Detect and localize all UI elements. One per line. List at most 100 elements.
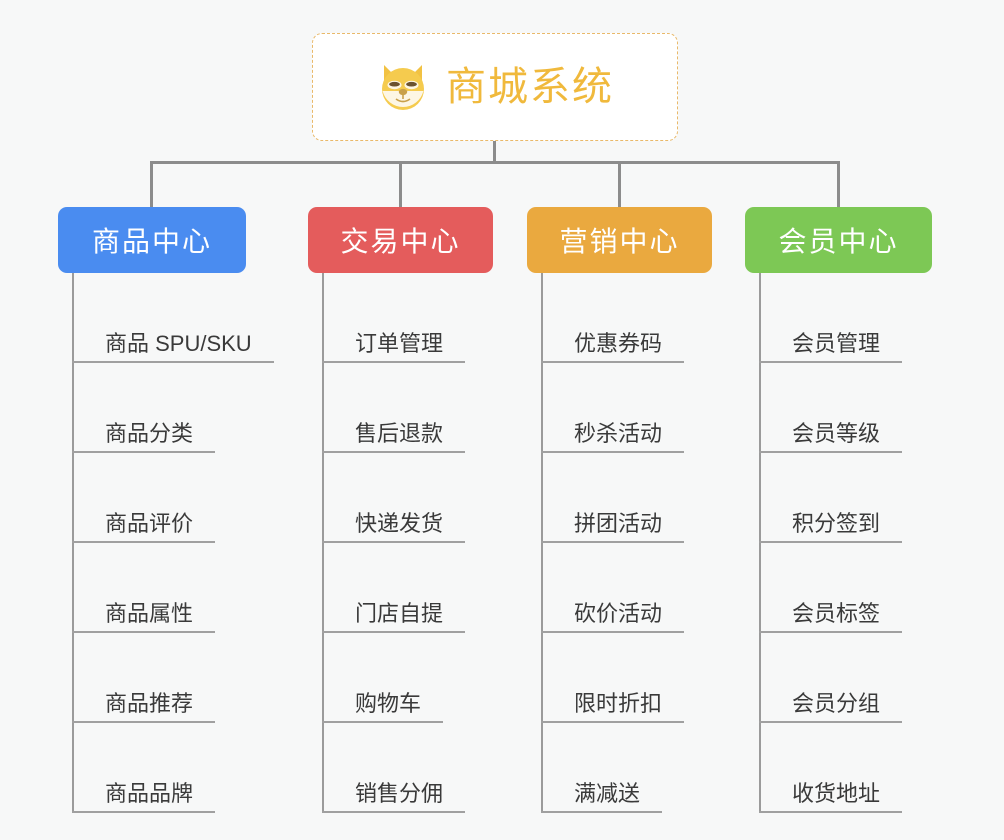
leaf-label: 快递发货 bbox=[355, 510, 444, 536]
root-node-mall-system[interactable]: 商城系统 bbox=[312, 33, 678, 141]
leaf-rule bbox=[541, 811, 662, 813]
branch-items-4: 会员管理 会员等级 积分签到 会员标签 会员分组 收货地址 bbox=[745, 273, 932, 813]
leaf-item[interactable]: 商品分类 bbox=[58, 363, 246, 453]
leaf-rule bbox=[322, 361, 465, 363]
leaf-rule bbox=[759, 721, 902, 723]
branch-items-2: 订单管理 售后退款 快递发货 门店自提 购物车 销售分佣 bbox=[308, 273, 493, 813]
leaf-item[interactable]: 商品品牌 bbox=[58, 723, 246, 813]
leaf-item[interactable]: 会员分组 bbox=[745, 633, 932, 723]
leaf-label: 门店自提 bbox=[355, 600, 444, 626]
leaf-label: 收货地址 bbox=[792, 780, 881, 806]
branch-spine-2 bbox=[322, 273, 324, 813]
leaf-label: 优惠券码 bbox=[574, 330, 663, 356]
connector-drop-column-4 bbox=[837, 161, 840, 208]
leaf-item[interactable]: 商品评价 bbox=[58, 453, 246, 543]
branch-header-label-4: 会员中心 bbox=[778, 226, 899, 257]
branch-column-1: 商品中心 商品 SPU/SKU 商品分类 商品评价 商品属性 商品推荐 bbox=[58, 207, 274, 813]
connector-horizontal-bus bbox=[150, 161, 840, 164]
branch-header-4[interactable]: 会员中心 bbox=[745, 207, 932, 273]
leaf-rule bbox=[72, 811, 215, 813]
leaf-rule bbox=[541, 451, 684, 453]
leaf-item[interactable]: 商品 SPU/SKU bbox=[58, 273, 274, 363]
leaf-label: 会员标签 bbox=[792, 600, 881, 626]
branch-column-3: 营销中心 优惠券码 秒杀活动 拼团活动 砍价活动 限时折扣 bbox=[527, 207, 712, 813]
leaf-label: 积分签到 bbox=[792, 510, 881, 536]
leaf-label: 会员管理 bbox=[792, 330, 881, 356]
branch-spine-4 bbox=[759, 273, 761, 813]
connector-drop-column-2 bbox=[399, 161, 402, 208]
leaf-item[interactable]: 收货地址 bbox=[745, 723, 932, 813]
leaf-rule bbox=[322, 721, 443, 723]
leaf-label: 砍价活动 bbox=[574, 600, 663, 626]
branch-header-label-2: 交易中心 bbox=[340, 226, 461, 257]
branch-column-2: 交易中心 订单管理 售后退款 快递发货 门店自提 购物车 bbox=[308, 207, 493, 813]
leaf-rule bbox=[72, 451, 215, 453]
branch-header-3[interactable]: 营销中心 bbox=[527, 207, 712, 273]
connector-drop-column-3 bbox=[618, 161, 621, 208]
leaf-label: 商品 SPU/SKU bbox=[105, 330, 252, 356]
root-node-label: 商城系统 bbox=[446, 65, 614, 109]
leaf-rule bbox=[541, 361, 684, 363]
leaf-rule bbox=[72, 721, 215, 723]
leaf-item[interactable]: 商品属性 bbox=[58, 543, 246, 633]
leaf-item[interactable]: 会员等级 bbox=[745, 363, 932, 453]
leaf-rule bbox=[541, 721, 684, 723]
leaf-label: 购物车 bbox=[355, 690, 422, 716]
leaf-label: 商品评价 bbox=[105, 510, 194, 536]
leaf-label: 销售分佣 bbox=[355, 780, 444, 806]
leaf-label: 满减送 bbox=[574, 780, 641, 806]
branch-spine-1 bbox=[72, 273, 74, 813]
branch-header-label-1: 商品中心 bbox=[91, 226, 212, 257]
leaf-item[interactable]: 订单管理 bbox=[308, 273, 493, 363]
leaf-label: 会员分组 bbox=[792, 690, 881, 716]
leaf-item[interactable]: 会员标签 bbox=[745, 543, 932, 633]
leaf-item[interactable]: 秒杀活动 bbox=[527, 363, 712, 453]
leaf-item[interactable]: 拼团活动 bbox=[527, 453, 712, 543]
leaf-item[interactable]: 满减送 bbox=[527, 723, 712, 813]
leaf-item[interactable]: 限时折扣 bbox=[527, 633, 712, 723]
leaf-label: 商品推荐 bbox=[105, 690, 194, 716]
leaf-label: 售后退款 bbox=[355, 420, 444, 446]
branch-header-2[interactable]: 交易中心 bbox=[308, 207, 493, 273]
branch-header-1[interactable]: 商品中心 bbox=[58, 207, 246, 273]
shiba-inu-dog-face-icon bbox=[376, 61, 430, 113]
leaf-rule bbox=[759, 631, 902, 633]
leaf-rule bbox=[759, 541, 902, 543]
leaf-label: 商品属性 bbox=[105, 600, 194, 626]
leaf-rule bbox=[72, 541, 215, 543]
leaf-item[interactable]: 优惠券码 bbox=[527, 273, 712, 363]
leaf-label: 秒杀活动 bbox=[574, 420, 663, 446]
branch-spine-3 bbox=[541, 273, 543, 813]
leaf-rule bbox=[541, 541, 684, 543]
leaf-item[interactable]: 售后退款 bbox=[308, 363, 493, 453]
branch-items-1: 商品 SPU/SKU 商品分类 商品评价 商品属性 商品推荐 商品品牌 bbox=[58, 273, 274, 813]
connector-drop-column-1 bbox=[150, 161, 153, 208]
leaf-label: 限时折扣 bbox=[574, 690, 663, 716]
leaf-rule bbox=[759, 811, 902, 813]
leaf-rule bbox=[72, 361, 274, 363]
leaf-item[interactable]: 会员管理 bbox=[745, 273, 932, 363]
leaf-rule bbox=[759, 361, 902, 363]
branch-items-3: 优惠券码 秒杀活动 拼团活动 砍价活动 限时折扣 满减送 bbox=[527, 273, 712, 813]
branch-header-label-3: 营销中心 bbox=[559, 226, 680, 257]
leaf-label: 拼团活动 bbox=[574, 510, 663, 536]
leaf-label: 会员等级 bbox=[792, 420, 881, 446]
leaf-rule bbox=[322, 811, 465, 813]
leaf-item[interactable]: 门店自提 bbox=[308, 543, 493, 633]
leaf-item[interactable]: 购物车 bbox=[308, 633, 493, 723]
leaf-rule bbox=[322, 631, 465, 633]
leaf-rule bbox=[541, 631, 684, 633]
leaf-rule bbox=[759, 451, 902, 453]
leaf-item[interactable]: 商品推荐 bbox=[58, 633, 246, 723]
leaf-item[interactable]: 积分签到 bbox=[745, 453, 932, 543]
leaf-rule bbox=[72, 631, 215, 633]
leaf-item[interactable]: 砍价活动 bbox=[527, 543, 712, 633]
leaf-rule bbox=[322, 541, 465, 543]
branch-column-4: 会员中心 会员管理 会员等级 积分签到 会员标签 会员分组 bbox=[745, 207, 932, 813]
leaf-label: 商品品牌 bbox=[105, 780, 194, 806]
leaf-rule bbox=[322, 451, 465, 453]
leaf-item[interactable]: 快递发货 bbox=[308, 453, 493, 543]
leaf-item[interactable]: 销售分佣 bbox=[308, 723, 493, 813]
leaf-label: 商品分类 bbox=[105, 420, 194, 446]
